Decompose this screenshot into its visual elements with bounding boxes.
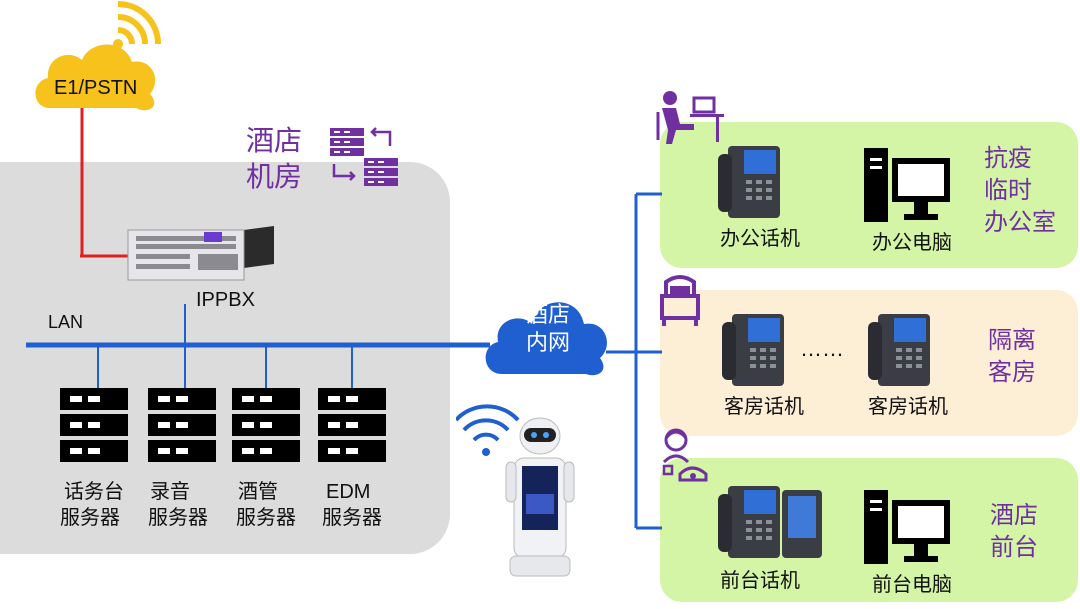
robot-icon (456, 404, 575, 577)
ip-phone-icon (718, 146, 780, 218)
machine-room-panel (0, 162, 450, 554)
desk-worker-icon (656, 91, 724, 144)
front-desk-zone-title: 酒店 前台 (990, 502, 1038, 561)
server-label-1a: 话务台 (64, 481, 124, 503)
lan-label: LAN (48, 312, 84, 332)
bed-icon (660, 275, 700, 326)
server-label-3b: 服务器 (236, 507, 296, 529)
server-label-2a: 录音 (150, 481, 190, 503)
front-desk-pc-label: 前台电脑 (872, 574, 952, 596)
receptionist-icon (662, 428, 708, 482)
machine-room-title-2: 机房 (246, 161, 303, 192)
wifi-signal-icon (113, 1, 161, 49)
ip-phone-icon (868, 314, 930, 386)
server-rack-icon (148, 388, 216, 462)
machine-room-title-1: 酒店 (246, 125, 303, 156)
isolation-ellipsis: …… (800, 336, 844, 361)
desktop-pc-icon (864, 148, 950, 222)
ippbx-label: IPPBX (196, 289, 255, 311)
office-pc-label: 办公电脑 (872, 232, 952, 254)
server-label-3a: 酒管 (238, 481, 278, 503)
room-phone-label-1: 客房话机 (724, 396, 804, 418)
intranet-cloud (485, 302, 607, 376)
room-phone-label-2: 客房话机 (868, 396, 948, 418)
office-zone-title: 抗疫 临时 办公室 (984, 145, 1056, 236)
ip-phone-icon (722, 314, 784, 386)
ip-phone-icon (718, 486, 780, 558)
server-label-4a: EDM (326, 481, 371, 503)
server-label-4b: 服务器 (322, 507, 382, 529)
expansion-module-icon (782, 490, 822, 558)
server-rack-icon (318, 388, 386, 462)
intranet-label-2: 内网 (526, 330, 571, 355)
server-label-2b: 服务器 (148, 507, 208, 529)
server-rack-icon (60, 388, 128, 462)
intranet-label-1: 酒店 (526, 302, 571, 327)
desktop-pc-icon (864, 490, 950, 564)
server-rack-icon (232, 388, 300, 462)
server-label-1b: 服务器 (60, 507, 120, 529)
front-desk-phone-label: 前台话机 (720, 570, 800, 592)
pstn-label: E1/PSTN (54, 77, 138, 99)
ippbx-device (127, 226, 274, 281)
pstn-cloud (35, 44, 156, 111)
isolation-zone-title: 隔离 客房 (988, 327, 1036, 386)
office-phone-label: 办公话机 (720, 228, 800, 250)
server-sync-icon (330, 127, 398, 186)
